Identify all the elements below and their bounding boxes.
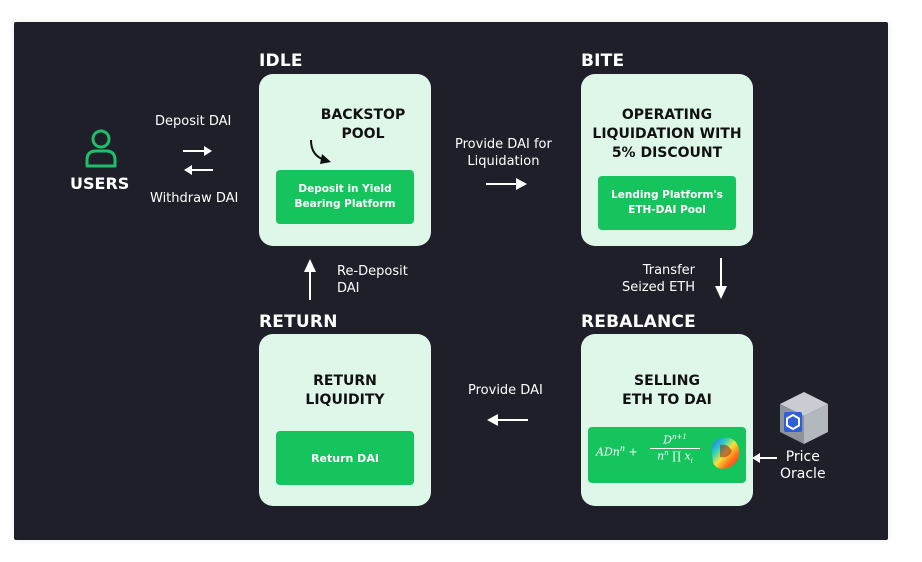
idle-heading: BACKSTOP POOL xyxy=(320,107,406,142)
provide-liquidation-label: Provide DAI for Liquidation xyxy=(455,137,552,169)
left-arrow-icon xyxy=(751,452,777,464)
formula-term: ADn xyxy=(596,445,620,459)
rebalance-heading: SELLING ETH TO DAI xyxy=(622,373,712,408)
up-arrow-icon xyxy=(303,258,317,300)
right-arrow-icon xyxy=(486,177,528,191)
formula-numerator: Dn+1 xyxy=(650,433,700,449)
return-title: RETURN xyxy=(259,312,338,332)
withdraw-label: Withdraw DAI xyxy=(150,191,239,206)
idle-title: IDLE xyxy=(259,51,303,71)
bite-title: BITE xyxy=(581,51,625,71)
formula-den-sub: i xyxy=(690,456,693,465)
user-icon xyxy=(84,128,118,172)
diagram-canvas: USERS Deposit DAI Withdraw DAI IDLE BACK… xyxy=(14,22,888,540)
formula-denominator: nn ∏ xi xyxy=(650,449,700,465)
idle-inner-box: Deposit in Yield Bearing Platform xyxy=(276,170,414,224)
price-oracle-label: Price Oracle xyxy=(780,449,826,482)
bite-heading: OPERATING LIQUIDATION WITH 5% DISCOUNT xyxy=(592,107,742,161)
idle-card: BACKSTOP POOL Deposit in Yield Bearing P… xyxy=(259,74,431,246)
right-arrow-icon xyxy=(183,145,213,157)
formula-sup: n xyxy=(619,444,626,453)
left-arrow-icon xyxy=(183,164,213,176)
deposit-label: Deposit DAI xyxy=(155,114,232,129)
curved-arrow-icon xyxy=(307,138,333,170)
formula-plus: + xyxy=(628,445,638,459)
users-label: USERS xyxy=(70,174,130,193)
return-inner-box: Return DAI xyxy=(276,431,414,485)
return-heading: RETURN LIQUIDITY xyxy=(305,373,385,408)
rebalance-title: REBALANCE xyxy=(581,312,696,332)
formula-den-rest: ∏ x xyxy=(672,449,691,463)
bite-inner-box: Lending Platform's ETH-DAI Pool xyxy=(598,176,736,230)
rebalance-card: SELLING ETH TO DAI ADnn + Dn+1 nn ∏ xi xyxy=(581,334,753,506)
formula-den-sup: n xyxy=(664,448,669,457)
bite-card: OPERATING LIQUIDATION WITH 5% DISCOUNT L… xyxy=(581,74,753,246)
formula: ADnn + xyxy=(596,444,638,459)
formula-fraction: Dn+1 nn ∏ xi xyxy=(650,433,700,465)
return-card: RETURN LIQUIDITY Return DAI xyxy=(259,334,431,506)
oracle-cube-icon xyxy=(778,390,830,450)
transfer-eth-label: Transfer Seized ETH xyxy=(622,263,695,295)
provide-dai-label: Provide DAI xyxy=(468,383,543,398)
curve-logo-icon xyxy=(706,435,742,477)
redeposit-label: Re-Deposit DAI xyxy=(337,264,408,296)
left-arrow-icon xyxy=(486,413,528,427)
formula-num: D xyxy=(663,433,672,447)
formula-den: n xyxy=(657,449,665,463)
down-arrow-icon xyxy=(714,258,728,300)
formula-box: ADnn + Dn+1 nn ∏ xi xyxy=(588,427,746,483)
formula-num-sup: n+1 xyxy=(672,433,687,441)
